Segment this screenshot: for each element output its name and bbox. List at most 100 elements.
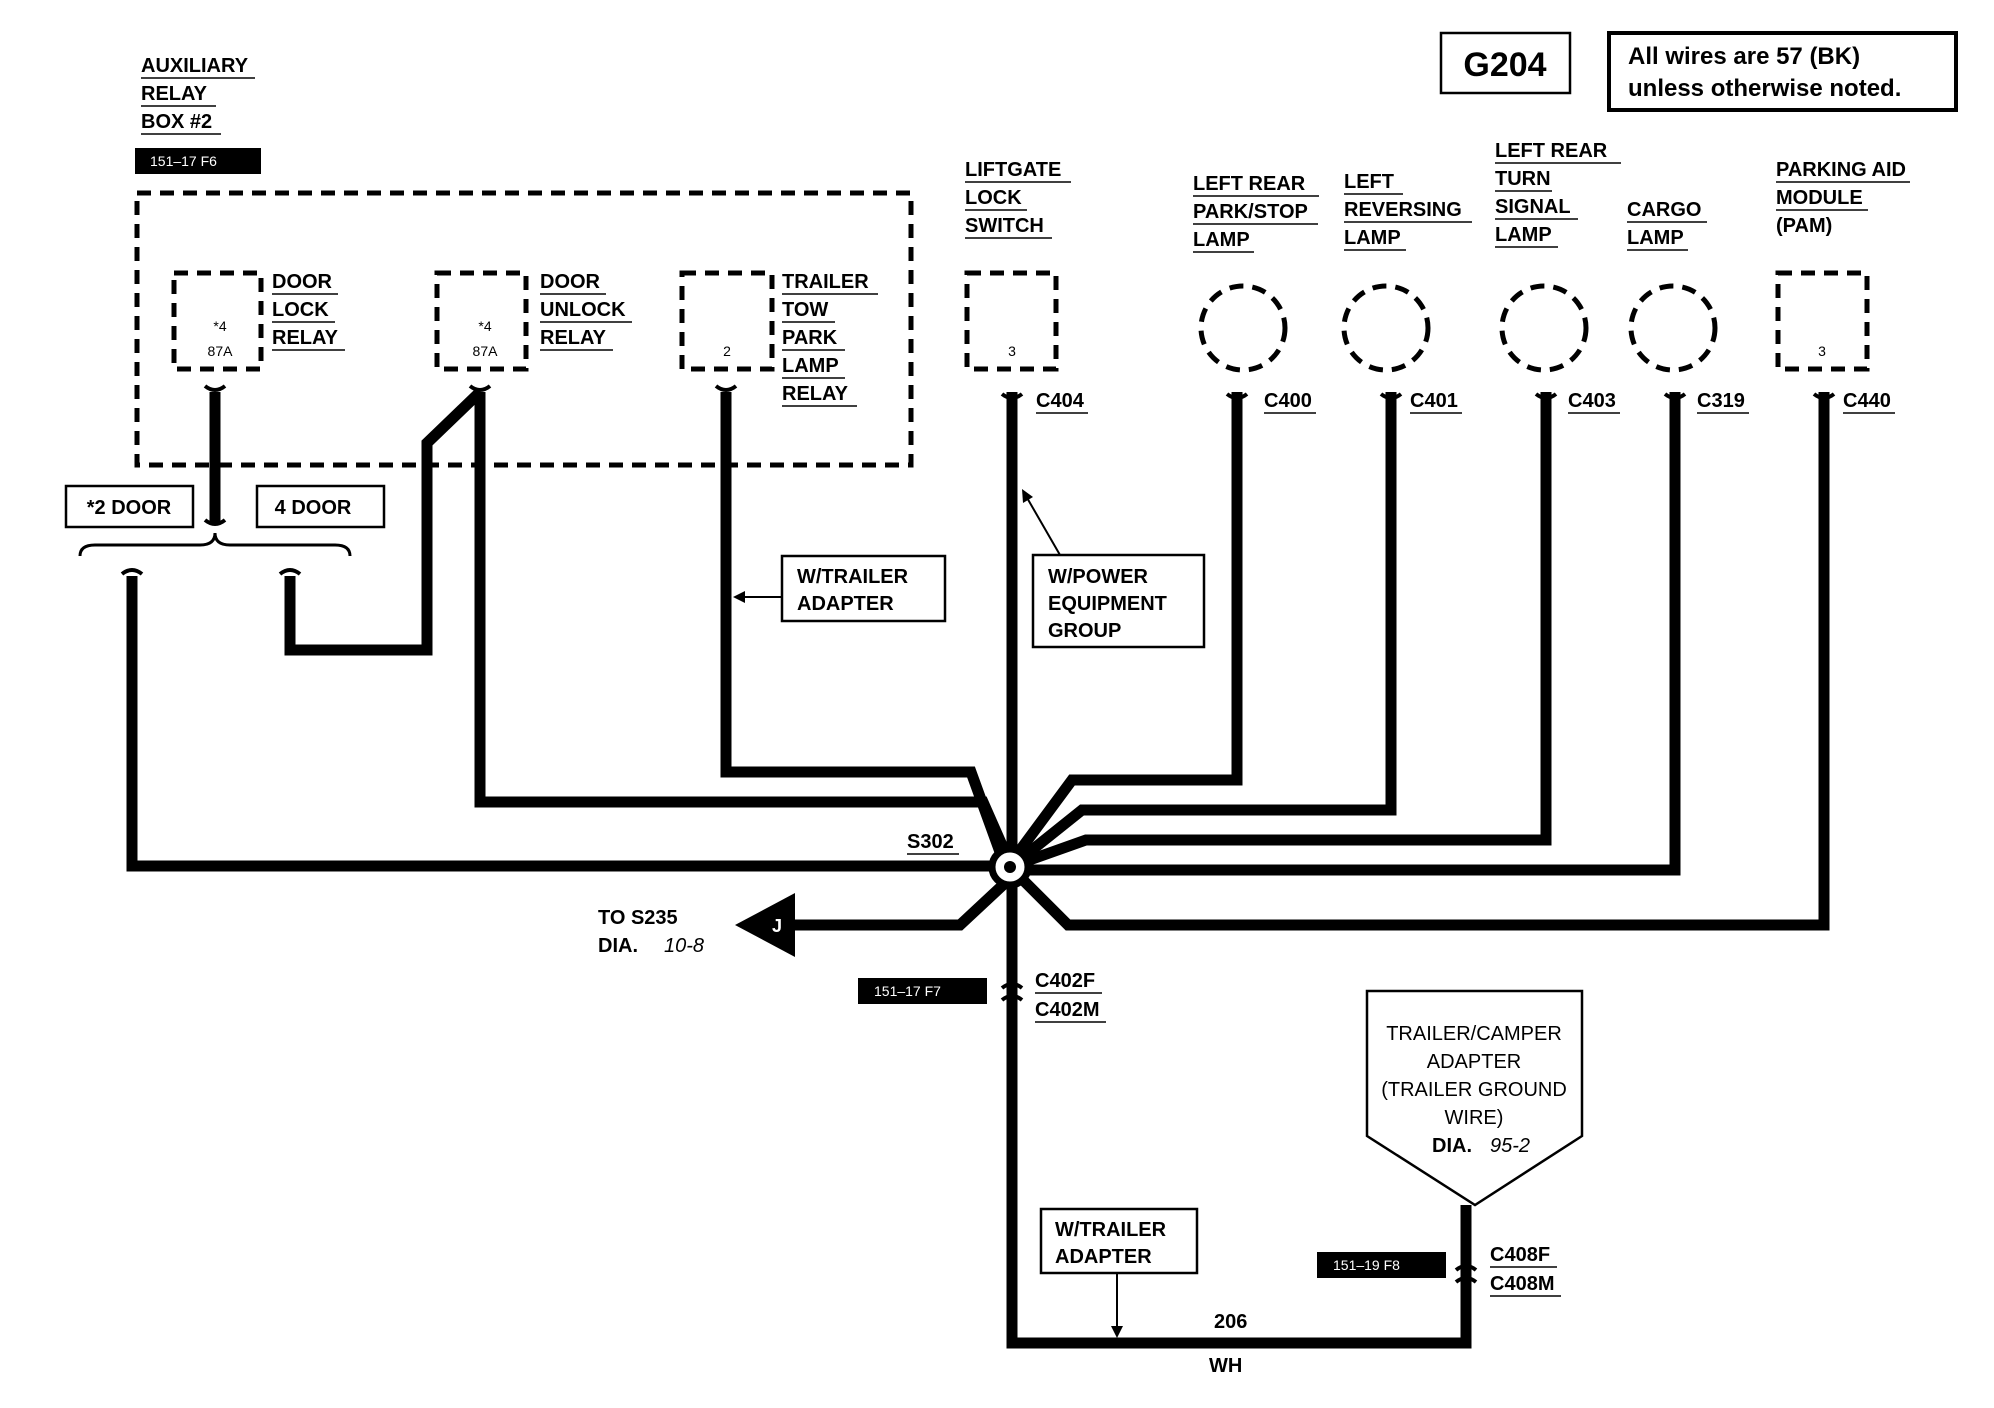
- aux-title-line-3: BOX #2: [141, 111, 212, 133]
- svg-text:ADAPTER: ADAPTER: [1427, 1051, 1521, 1073]
- trailer-adapter-option-box: [780, 554, 947, 623]
- svg-text:95-2: 95-2: [1490, 1135, 1530, 1157]
- connector-c440: C440: [1843, 390, 1891, 412]
- svg-text:DOOR: DOOR: [540, 271, 601, 293]
- svg-text:CARGO: CARGO: [1627, 199, 1701, 221]
- connector-c408m: C408M: [1490, 1273, 1554, 1295]
- power-equipment-line-3: GROUP: [1048, 620, 1121, 642]
- c402-ref-text: 151–17 F7: [874, 983, 941, 999]
- connector-terminals: [120, 384, 1836, 1284]
- aux-ref-text: 151–17 F6: [150, 153, 217, 169]
- svg-text:LAMP: LAMP: [1495, 224, 1552, 246]
- svg-text:PARKING AID: PARKING AID: [1776, 159, 1906, 181]
- svg-text:REVERSING: REVERSING: [1344, 199, 1462, 221]
- door-lock-pin-2: 87A: [208, 343, 234, 359]
- svg-text:LEFT REAR: LEFT REAR: [1193, 173, 1306, 195]
- to-s235-arrow: [735, 893, 795, 957]
- svg-text:LAMP: LAMP: [1193, 229, 1250, 251]
- door-unlock-pin-2: 87A: [473, 343, 499, 359]
- connector-c404: C404: [1036, 390, 1085, 412]
- note-line-1: All wires are 57 (BK): [1628, 43, 1860, 70]
- connector-c402m: C402M: [1035, 999, 1099, 1021]
- to-s235-dia-value: 10-8: [664, 935, 704, 957]
- svg-text:RELAY: RELAY: [272, 327, 339, 349]
- two-door-label: *2 DOOR: [87, 497, 172, 519]
- svg-text:LEFT REAR: LEFT REAR: [1495, 140, 1608, 162]
- svg-text:SIGNAL: SIGNAL: [1495, 196, 1571, 218]
- left-rear-park-stop-lamp: [1198, 283, 1288, 373]
- svg-text:SWITCH: SWITCH: [965, 215, 1044, 237]
- door-unlock-relay-label: DOOR UNLOCK RELAY: [540, 271, 632, 351]
- svg-text:LAMP: LAMP: [1627, 227, 1684, 249]
- door-unlock-relay-box: [434, 270, 529, 372]
- two-door-box: [64, 484, 195, 529]
- svg-text:LIFTGATE: LIFTGATE: [965, 159, 1061, 181]
- svg-text:(PAM): (PAM): [1776, 215, 1832, 237]
- aux-relay-box-outline: [134, 190, 914, 468]
- liftgate-lock-switch-box: [964, 270, 1059, 372]
- door-unlock-pin-1: *4: [478, 318, 491, 334]
- svg-text:LAMP: LAMP: [1344, 227, 1401, 249]
- svg-text:TRAILER/CAMPER: TRAILER/CAMPER: [1386, 1023, 1562, 1045]
- svg-text:RELAY: RELAY: [782, 383, 849, 405]
- door-option-brace: [78, 532, 352, 557]
- left-rear-turn-signal-lamp-label: LEFT REAR TURN SIGNAL LAMP: [1495, 140, 1621, 248]
- trailer-tow-relay-label: TRAILER TOW PARK LAMP RELAY: [782, 271, 878, 407]
- svg-text:DOOR: DOOR: [272, 271, 333, 293]
- cargo-lamp: [1628, 283, 1718, 373]
- svg-text:LOCK: LOCK: [965, 187, 1022, 209]
- connector-c403: C403: [1568, 390, 1616, 412]
- svg-text:WIRE): WIRE): [1445, 1107, 1504, 1129]
- svg-text:TOW: TOW: [782, 299, 828, 321]
- svg-text:UNLOCK: UNLOCK: [540, 299, 626, 321]
- svg-text:RELAY: RELAY: [540, 327, 607, 349]
- svg-text:MODULE: MODULE: [1776, 187, 1863, 209]
- c408-ref-tag: [1317, 1252, 1446, 1278]
- power-equipment-option-box: [1031, 553, 1206, 649]
- cargo-lamp-label: CARGO LAMP: [1627, 199, 1707, 251]
- svg-text:LOCK: LOCK: [272, 299, 329, 321]
- four-door-label: 4 DOOR: [275, 497, 352, 519]
- note-line-2: unless otherwise noted.: [1628, 75, 1901, 102]
- trailer-camper-adapter-shape: [1365, 989, 1584, 1207]
- splice-label: S302: [907, 831, 954, 853]
- left-reversing-lamp: [1341, 283, 1431, 373]
- left-rear-turn-signal-lamp: [1499, 283, 1589, 373]
- aux-title-line-1: AUXILIARY: [141, 55, 249, 77]
- trailer-adapter-option-line-1: W/TRAILER: [797, 566, 909, 588]
- wire-206-circuit: 206: [1214, 1311, 1247, 1333]
- pam-pin: 3: [1818, 343, 1826, 359]
- left-rear-park-stop-lamp-label: LEFT REAR PARK/STOP LAMP: [1193, 173, 1319, 253]
- aux-relay-box-title: AUXILIARY RELAY BOX #2: [141, 55, 255, 135]
- aux-ref-tag: [135, 148, 261, 174]
- svg-text:(TRAILER GROUND: (TRAILER GROUND: [1381, 1079, 1567, 1101]
- wire-206-color: WH: [1209, 1355, 1242, 1377]
- door-lock-pin-1: *4: [213, 318, 226, 334]
- ground-id: G204: [1463, 46, 1546, 84]
- ground-id-box: [1439, 31, 1572, 95]
- svg-text:PARK: PARK: [782, 327, 838, 349]
- svg-text:TURN: TURN: [1495, 168, 1551, 190]
- aux-title-line-2: RELAY: [141, 83, 208, 105]
- liftgate-pin: 3: [1008, 343, 1016, 359]
- connector-c319: C319: [1697, 390, 1745, 412]
- connector-c400: C400: [1264, 390, 1312, 412]
- c408-ref-text: 151–19 F8: [1333, 1257, 1400, 1273]
- trailer-tow-pin: 2: [723, 343, 731, 359]
- power-equipment-line-2: EQUIPMENT: [1048, 593, 1167, 615]
- trailer-adapter-option-line-2: ADAPTER: [797, 593, 894, 615]
- c402-ref-tag: [858, 978, 987, 1004]
- svg-text:DIA.: DIA.: [1432, 1135, 1472, 1157]
- trailer-adapter-bottom-line-1: W/TRAILER: [1055, 1219, 1167, 1241]
- connector-c402f: C402F: [1035, 970, 1095, 992]
- parking-aid-module-label: PARKING AID MODULE (PAM): [1776, 159, 1910, 237]
- door-lock-relay-label: DOOR LOCK RELAY: [272, 271, 345, 351]
- connector-c408f: C408F: [1490, 1244, 1550, 1266]
- trailer-tow-relay-box: [679, 270, 775, 372]
- connector-c401: C401: [1410, 390, 1458, 412]
- parking-aid-module-box: [1775, 270, 1870, 372]
- svg-text:PARK/STOP: PARK/STOP: [1193, 201, 1308, 223]
- trailer-camper-adapter-label: TRAILER/CAMPER ADAPTER (TRAILER GROUND W…: [1381, 1023, 1567, 1157]
- power-equipment-line-1: W/POWER: [1048, 566, 1149, 588]
